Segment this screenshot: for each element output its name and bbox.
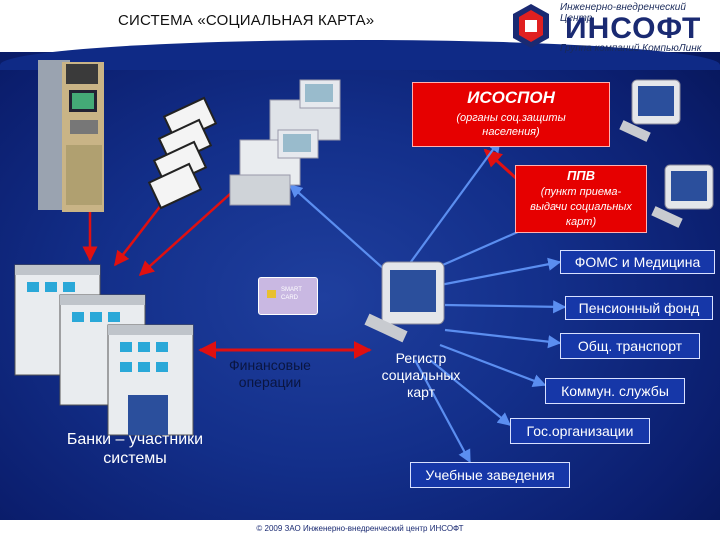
register-label: Регистр социальных карт [381,350,461,400]
banks-label: Банки – участники системы [66,431,204,467]
gov-box: Гос.организации [510,418,650,444]
page-title: СИСТЕМА «СОЦИАЛЬНАЯ КАРТА» [118,12,375,29]
arrow-register-terminals [289,184,399,283]
foms-box: ФОМС и Медицина [560,250,715,274]
footer-copyright: © 2009 ЗАО Инженерно-внедренческий центр… [256,524,464,533]
communal-box: Коммун. службы [545,378,685,404]
ppv-subtitle: (пункт приема-выдачи социальных карт) [530,186,632,228]
smart-card-image: SMART CARD [258,277,318,315]
arrow-register-pension [444,300,567,314]
arrow-register-gov [429,359,512,426]
pension-box: Пенсионный фонд [565,296,713,320]
transport-box: Общ. транспорт [560,333,700,359]
logo-mark-icon [513,4,549,48]
isospon-subtitle: (органы соц.защиты населения) [456,112,566,138]
arrow-register-foms [439,257,562,287]
isospon-box: ИСОСПОН (органы соц.защиты населения) [412,82,610,147]
ppv-title: ППВ [566,168,596,183]
isospon-title: ИСОСПОН [467,88,555,107]
logo-top-text: Инженерно-внедренческий Центр [560,2,686,24]
ppv-box: ППВ (пункт приема-выдачи социальных карт… [515,165,647,233]
arrow-cards-banks [114,199,166,267]
company-logo: Инженерно-внедренческий Центр ИНСОФТ Гру… [505,0,720,54]
arrow-terminals-banks [138,184,241,277]
card-chip-icon [267,290,276,298]
arrow-register-communal [439,343,547,387]
card-text: SMART CARD [281,287,302,301]
arrow-register-transport [444,328,562,349]
arrow-register-education [414,359,471,464]
logo-name: ИНСОФТ [565,12,702,45]
education-box: Учебные заведения [410,462,570,488]
finance-label: Финансовые операции [229,357,311,390]
logo-sub-text: Группа компаний КомпьюЛинк [560,43,702,54]
footer-bar [0,520,720,540]
